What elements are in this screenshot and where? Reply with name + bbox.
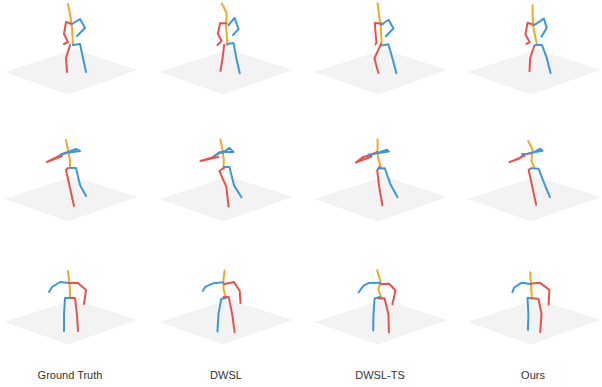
column-label: DWSL bbox=[210, 369, 242, 382]
skeleton-limb bbox=[220, 45, 224, 71]
skeleton-limb bbox=[215, 148, 234, 156]
skeleton-limb bbox=[49, 282, 69, 292]
ground-plane bbox=[316, 300, 446, 344]
skeleton-limb bbox=[535, 45, 551, 73]
skeleton-limb bbox=[530, 46, 535, 72]
skeleton-limb bbox=[374, 44, 381, 73]
skeleton-limb bbox=[512, 283, 530, 292]
skeleton-limb bbox=[64, 298, 70, 331]
skeleton-limb bbox=[203, 282, 223, 291]
skeleton-limb bbox=[529, 169, 537, 205]
skeleton-limb bbox=[378, 298, 389, 332]
ground-plane bbox=[6, 177, 136, 221]
skeleton-limb bbox=[375, 23, 383, 44]
ground-plane bbox=[6, 300, 136, 344]
skeleton-limb bbox=[68, 271, 70, 298]
skeleton-limb bbox=[531, 283, 550, 305]
skeleton-limb bbox=[70, 168, 86, 196]
skeleton-limb bbox=[229, 18, 239, 35]
skeleton-limb bbox=[528, 298, 532, 330]
skeleton-limb bbox=[72, 19, 85, 36]
ground-plane bbox=[469, 300, 599, 344]
ground-plane bbox=[469, 50, 599, 94]
skeleton-limb bbox=[531, 298, 541, 332]
skeleton-limb bbox=[224, 282, 241, 303]
ground-plane bbox=[316, 50, 446, 94]
skeleton-limb bbox=[64, 22, 72, 44]
skeleton-limb bbox=[70, 298, 78, 331]
skeleton-limb bbox=[224, 167, 242, 197]
skeleton-limb bbox=[222, 4, 228, 46]
ground-plane bbox=[161, 300, 291, 344]
skeleton-limb bbox=[217, 298, 226, 332]
skeleton-limb bbox=[377, 167, 382, 205]
skeleton-limb bbox=[531, 168, 550, 197]
skeleton-limb bbox=[73, 44, 86, 72]
skeleton-limb bbox=[380, 284, 395, 304]
skeleton-limb bbox=[368, 150, 388, 155]
column-label: Ours bbox=[521, 369, 545, 382]
skeleton-limb bbox=[525, 23, 534, 44]
skeleton-limb bbox=[379, 168, 398, 197]
skeleton-limb bbox=[66, 140, 70, 168]
skeleton-limb bbox=[382, 44, 397, 73]
ground-plane bbox=[161, 50, 291, 94]
skeleton-limb bbox=[373, 297, 380, 330]
column-label: DWSL-TS bbox=[355, 369, 405, 382]
skeleton-limb bbox=[219, 168, 228, 207]
column-label: Ground Truth bbox=[38, 369, 103, 382]
skeleton-limb bbox=[381, 20, 393, 36]
skeleton-limb bbox=[227, 43, 240, 73]
skeleton-limb bbox=[66, 45, 70, 72]
skeleton-limb bbox=[66, 168, 74, 206]
skeleton-limb bbox=[522, 149, 542, 154]
skeleton-limb bbox=[69, 283, 86, 304]
skeleton-limb bbox=[535, 19, 547, 37]
skeleton-limb bbox=[224, 297, 235, 332]
skeleton-limb bbox=[359, 283, 381, 293]
skeleton-limb bbox=[217, 23, 226, 45]
ground-plane bbox=[6, 50, 136, 94]
skeleton-limb bbox=[60, 149, 80, 155]
